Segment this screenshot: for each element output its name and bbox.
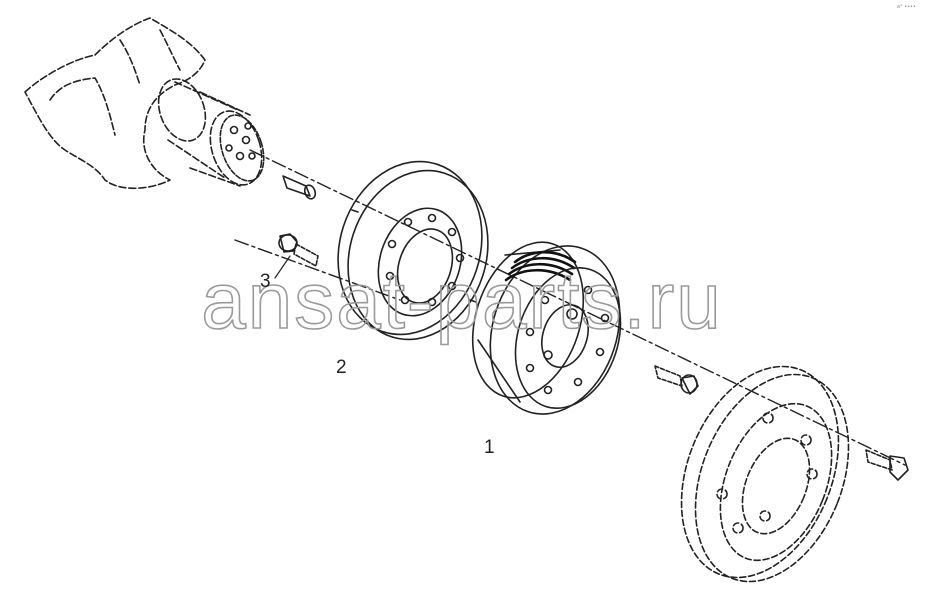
callout-part-1: 1: [484, 437, 495, 458]
bolt-part-3: [278, 233, 319, 267]
hub-part-2: [337, 160, 489, 341]
callout-part-3: 3: [260, 271, 271, 292]
bolt-small-top: [282, 175, 317, 200]
bolt-middle: [654, 365, 699, 395]
bolt-end: [865, 449, 909, 481]
corner-note: a° ••••: [897, 4, 916, 10]
leader-lines: [274, 255, 291, 279]
crankshaft-nose: [219, 114, 265, 182]
flywheel-dashed: [680, 365, 850, 583]
callout-part-2: 2: [336, 357, 347, 378]
crankshaft: [24, 17, 263, 190]
center-axis-line: [234, 149, 906, 466]
damper-pulley-part-1: [471, 241, 622, 415]
